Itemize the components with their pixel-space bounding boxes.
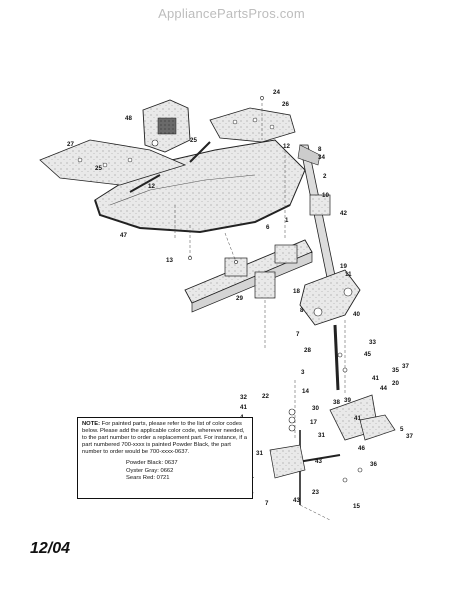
callout-3: 3 bbox=[301, 369, 305, 376]
callout-41c: 41 bbox=[354, 415, 361, 422]
callout-19: 19 bbox=[340, 263, 347, 270]
callout-25: 25 bbox=[190, 137, 197, 144]
color-code-oyster-gray: Oyster Gray: 0662 bbox=[126, 467, 174, 474]
note-text: For painted parts, please refer to the l… bbox=[82, 421, 247, 456]
spring-rod bbox=[129, 174, 161, 193]
callout-37: 37 bbox=[402, 363, 409, 370]
watermark: AppliancePartsPros.com bbox=[158, 6, 305, 21]
steering-shaft-lower bbox=[333, 324, 340, 391]
hardware-fasteners bbox=[188, 96, 363, 483]
callout-18: 18 bbox=[293, 288, 300, 295]
callout-43: 43 bbox=[315, 458, 322, 465]
callout-47: 47 bbox=[120, 232, 127, 239]
callout-30: 30 bbox=[312, 405, 319, 412]
callout-7: 7 bbox=[296, 331, 300, 338]
callout-44: 44 bbox=[380, 385, 387, 392]
callout-24: 24 bbox=[273, 89, 280, 96]
steering-gear-housing bbox=[299, 269, 361, 326]
side-cover-left bbox=[39, 139, 187, 186]
console-panel bbox=[142, 99, 191, 153]
callout-20: 20 bbox=[392, 380, 399, 387]
drag-link bbox=[269, 414, 396, 505]
callout-14: 14 bbox=[302, 388, 309, 395]
callout-12: 12 bbox=[283, 143, 290, 150]
callout-12b: 12 bbox=[148, 183, 155, 190]
callout-46: 46 bbox=[358, 445, 365, 452]
callout-10: 10 bbox=[322, 192, 329, 199]
callout-22: 22 bbox=[262, 393, 269, 400]
revision-date: 12/04 bbox=[30, 540, 71, 557]
callout-41b: 41 bbox=[240, 404, 247, 411]
callout-29: 29 bbox=[236, 295, 243, 302]
callout-23: 23 bbox=[312, 489, 319, 496]
callout-42: 42 bbox=[340, 210, 347, 217]
callout-40: 40 bbox=[353, 311, 360, 318]
callout-13: 13 bbox=[166, 257, 173, 264]
callout-48: 48 bbox=[125, 115, 132, 122]
callout-25b: 25 bbox=[95, 165, 102, 172]
note-heading: NOTE: bbox=[82, 421, 101, 427]
callout-8b: 8 bbox=[300, 307, 304, 314]
callout-8: 8 bbox=[318, 146, 322, 153]
callout-7b: 7 bbox=[265, 500, 269, 507]
callout-1: 1 bbox=[285, 217, 289, 224]
painted-parts-note: NOTE: For painted parts, please refer to… bbox=[77, 417, 253, 499]
color-codes: Powder Black: 0637 Oyster Gray: 0662 Sea… bbox=[82, 460, 248, 482]
callout-34: 34 bbox=[318, 154, 325, 161]
callout-2: 2 bbox=[323, 173, 327, 180]
callout-39: 39 bbox=[344, 397, 351, 404]
callout-17: 17 bbox=[310, 419, 317, 426]
callout-31: 31 bbox=[318, 432, 325, 439]
frame-rail bbox=[184, 239, 313, 313]
callout-43b: 43 bbox=[293, 497, 300, 504]
callout-38: 38 bbox=[333, 399, 340, 406]
callout-33: 33 bbox=[369, 339, 376, 346]
color-code-powder-black: Powder Black: 0637 bbox=[126, 460, 178, 467]
callout-32: 32 bbox=[240, 394, 247, 401]
assembly-guide-lines bbox=[174, 98, 346, 521]
callout-41: 41 bbox=[372, 375, 379, 382]
callout-35: 35 bbox=[392, 367, 399, 374]
callout-27: 27 bbox=[67, 141, 74, 148]
callout-37b: 37 bbox=[406, 433, 413, 440]
callout-26: 26 bbox=[282, 101, 289, 108]
callout-11: 11 bbox=[345, 271, 352, 278]
callout-6: 6 bbox=[266, 224, 270, 231]
color-code-sears-red: Sears Red: 0721 bbox=[126, 475, 170, 482]
callout-31b: 31 bbox=[256, 450, 263, 457]
dash-panel bbox=[94, 139, 306, 234]
callout-36: 36 bbox=[370, 461, 377, 468]
callout-15: 15 bbox=[353, 503, 360, 510]
callout-5: 5 bbox=[400, 426, 404, 433]
spring-rod bbox=[189, 141, 211, 163]
callout-45: 45 bbox=[364, 351, 371, 358]
callout-28: 28 bbox=[304, 347, 311, 354]
top-cover-right bbox=[209, 107, 296, 143]
